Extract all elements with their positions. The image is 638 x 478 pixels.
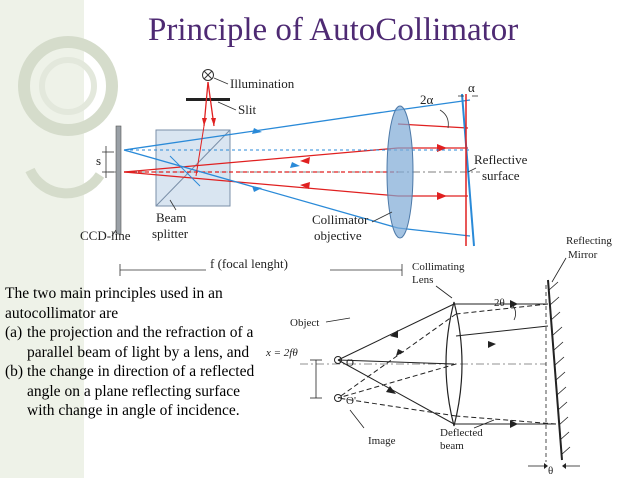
reflective-surface-label-2: surface [482, 168, 520, 183]
list-item-text: the projection and the refraction of a p… [27, 324, 254, 361]
s-label: s [96, 153, 101, 168]
reflecting-mirror-label-2: Mirror [568, 249, 598, 261]
ccd-line-label: CCD-line [80, 228, 131, 243]
two-alpha-label: 2α [420, 92, 434, 107]
illumination-label: Illumination [230, 76, 295, 91]
x-formula-label: x = 2fθ [265, 347, 298, 359]
list-item-label: (b) [5, 363, 24, 380]
lamp-icon [202, 69, 214, 81]
list-item: (a) the projection and the refraction of… [5, 323, 263, 362]
slit [186, 98, 230, 101]
o-label: O [346, 357, 354, 369]
image-label: Image [368, 435, 396, 447]
object-label: Object [290, 317, 319, 329]
collimator-label-1: Collimator [312, 212, 369, 227]
collimating-lens-label-2: Lens [412, 274, 433, 286]
body-text: The two main principles used in an autoc… [5, 284, 263, 421]
reflecting-mirror-label-1: Reflecting [566, 235, 612, 247]
list-item-text: the change in direction of a reflected a… [27, 363, 255, 419]
list-item: (b) the change in direction of a reflect… [5, 362, 263, 421]
o-prime-label: O' [346, 395, 356, 407]
alpha-label: α [468, 80, 475, 95]
ccd-line-sensor [115, 125, 122, 235]
beam-splitter-label-2: splitter [152, 226, 189, 241]
collimating-lens-label-1: Collimating [412, 261, 465, 273]
intro-text: The two main principles used in an autoc… [5, 285, 223, 322]
reflective-surface [461, 93, 475, 247]
beam-splitter-label-1: Beam [156, 210, 186, 225]
theta-label: θ [548, 465, 553, 477]
decorative-rings [18, 36, 118, 199]
collimator-label-2: objective [314, 228, 362, 243]
reflecting-mirror [547, 279, 563, 461]
list-item-label: (a) [5, 324, 23, 341]
deflected-beam-label-1: Deflected [440, 427, 483, 439]
reflective-surface-label-1: Reflective [474, 152, 528, 167]
two-theta-label: 2θ [494, 297, 505, 309]
autocollimator-diagram: s Illumination Slit [80, 69, 528, 276]
slit-label: Slit [238, 102, 256, 117]
slide-title: Principle of AutoCollimator [148, 12, 519, 48]
focal-length-label: f (focal lenght) [210, 256, 288, 271]
deflected-beam-label-2: beam [440, 440, 464, 452]
collimator-lens [386, 105, 414, 239]
